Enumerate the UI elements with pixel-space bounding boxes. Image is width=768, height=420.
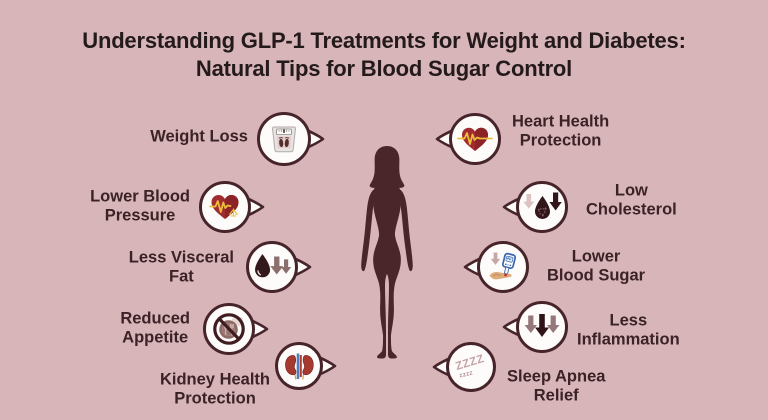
- benefit-label-reduced-appetite: Reduced Appetite: [120, 309, 190, 347]
- kidneys-icon: [285, 353, 314, 380]
- benefit-bubble-weight-loss: [257, 112, 311, 166]
- page-title: Understanding GLP-1 Treatments for Weigh…: [82, 28, 686, 81]
- heart-ecg-icon: [457, 127, 493, 151]
- benefit-bubble-low-cholesterol: [516, 181, 568, 233]
- benefit-label-lower-blood-sugar: Lower Blood Sugar: [547, 247, 646, 285]
- no-food-icon: [213, 313, 245, 345]
- zzzz-small-text: zzzz: [459, 369, 475, 379]
- benefit-label-less-inflammation: Less Inflammation: [577, 311, 680, 349]
- benefit-bubble-heart-health: [449, 113, 501, 165]
- glucose-meter-icon: [489, 252, 517, 280]
- zzzz-sleep-icon: ZZZZ zzzz: [454, 353, 486, 379]
- cholesterol-drop-down-icon: [523, 192, 562, 219]
- benefit-bubble-sleep-apnea: ZZZZ zzzz: [446, 342, 496, 392]
- weight-scale-icon: [272, 126, 296, 153]
- benefit-bubble-lower-blood-sugar: [477, 241, 529, 293]
- triple-down-arrows-icon: [524, 314, 560, 337]
- benefit-bubble-lower-blood-pressure: [199, 181, 251, 233]
- benefit-label-less-visceral-fat: Less Visceral Fat: [128, 248, 234, 286]
- heart-ecg-balance-icon: [209, 195, 239, 219]
- benefit-bubble-kidney-health: [275, 342, 323, 390]
- benefit-label-weight-loss: Weight Loss: [150, 127, 248, 146]
- benefit-label-lower-blood-pressure: Lower Blood Pressure: [90, 187, 190, 225]
- benefit-bubble-reduced-appetite: [203, 303, 255, 355]
- benefit-label-low-cholesterol: Low Cholesterol: [586, 181, 677, 219]
- benefit-bubble-less-visceral-fat: [246, 241, 298, 293]
- female-body-silhouette: [361, 145, 413, 359]
- fat-drop-down-arrows-icon: [255, 253, 292, 277]
- benefit-label-sleep-apnea: Sleep Apnea Relief: [507, 367, 606, 405]
- benefit-bubble-less-inflammation: [516, 301, 568, 353]
- benefit-label-kidney-health: Kidney Health Protection: [159, 370, 270, 408]
- benefit-label-heart-health: Heart Health Protection: [512, 112, 610, 150]
